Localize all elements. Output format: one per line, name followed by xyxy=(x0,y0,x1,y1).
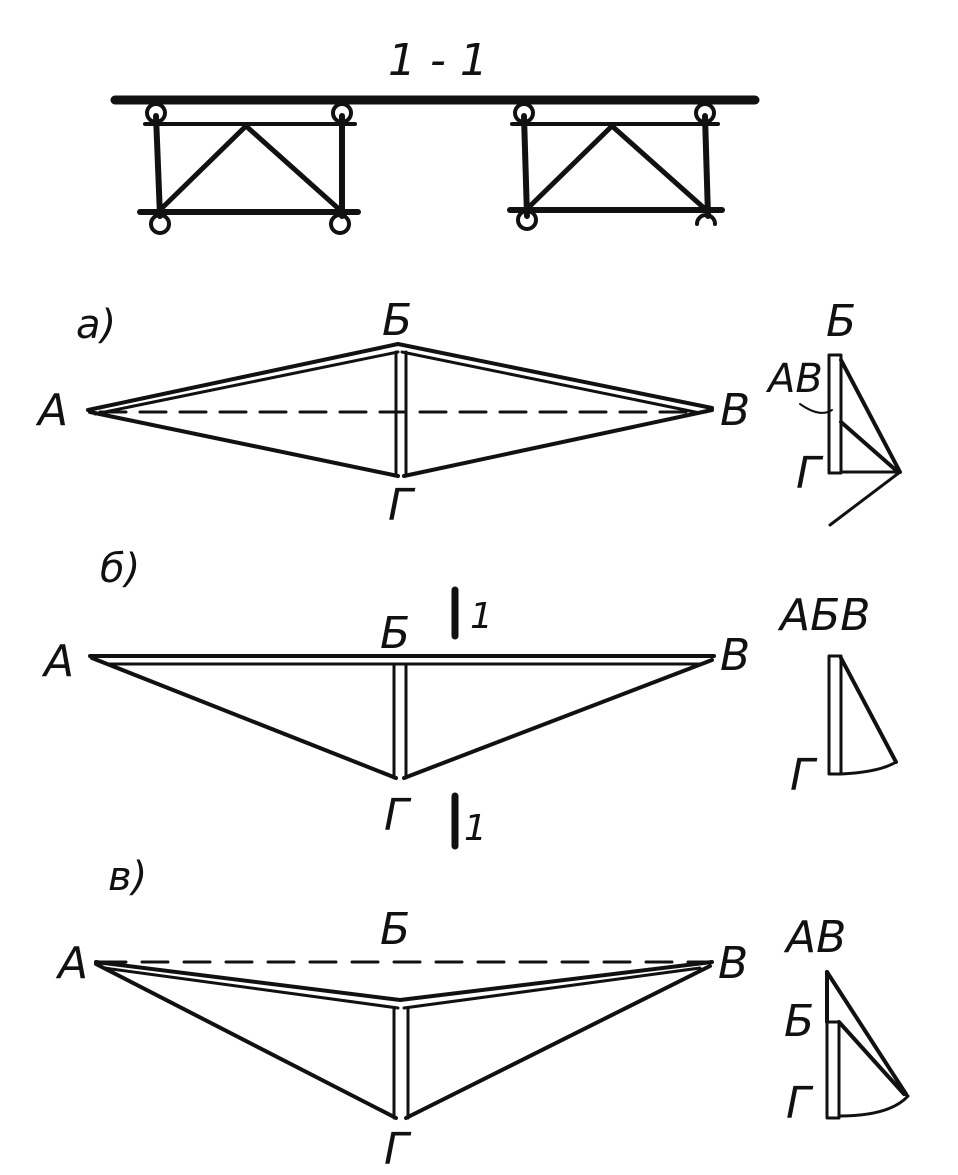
panel-b-plan-label-bottom: Г xyxy=(790,750,818,801)
panel-v-tag: в) xyxy=(108,854,147,900)
panel-b-tag: б) xyxy=(100,546,140,592)
panel-b-node-g: Г xyxy=(384,790,412,841)
panel-v-bottom-chord-left xyxy=(94,962,398,1120)
panel-a-plan-label-top: Б xyxy=(826,296,856,347)
left-cross-frame xyxy=(137,102,361,235)
panel-a-plan-label-side: АВ xyxy=(765,356,823,402)
panel-b: б) А Б В Г 1 1 АБВ Г xyxy=(41,546,898,850)
panel-v-top-chord-right xyxy=(398,960,714,1002)
panel-b-node-b: Б xyxy=(380,608,410,659)
section-title: 1 - 1 xyxy=(388,35,488,86)
panel-b-cut-label-top: 1 xyxy=(470,596,493,637)
panel-a-plan: Б АВ Г xyxy=(765,296,902,527)
panel-v-plan-label-top: АВ xyxy=(783,912,846,963)
panel-a-tag: а) xyxy=(76,302,116,348)
right-cross-frame xyxy=(507,102,725,231)
panel-a-top-chord-right xyxy=(396,342,714,410)
panel-a: а) А Б В Г Б АВ Г xyxy=(35,295,902,531)
panel-v-plan: АВ Б Г xyxy=(783,912,910,1129)
section-1-1: 1 - 1 xyxy=(110,35,760,235)
panel-a-plan-label-bottom: Г xyxy=(796,448,824,499)
panel-b-cut-label-bottom: 1 xyxy=(464,808,487,849)
panel-a-node-a: А xyxy=(35,385,68,436)
panel-v-bottom-chord-right xyxy=(404,964,712,1120)
panel-b-bottom-chord-right xyxy=(402,658,714,780)
panel-v-node-g: Г xyxy=(384,1124,412,1175)
panel-v-node-b: Б xyxy=(380,904,410,955)
panel-b-node-a: А xyxy=(41,636,74,687)
panel-v-plan-label-bottom: Г xyxy=(786,1078,814,1129)
panel-v-node-v: В xyxy=(718,938,748,989)
panel-a-top-chord-left xyxy=(86,342,400,412)
panel-a-node-v: В xyxy=(720,385,750,436)
panel-b-node-v: В xyxy=(720,630,750,681)
panel-v-node-a: А xyxy=(55,938,88,989)
panel-v-plan-label-side: Б xyxy=(784,996,814,1047)
panel-a-node-g: Г xyxy=(388,480,416,531)
panel-v-top-chord-left xyxy=(94,960,402,1002)
panel-b-bottom-chord-left xyxy=(90,656,398,780)
panel-a-bottom-chord-right xyxy=(402,408,714,478)
panel-a-node-b: Б xyxy=(382,295,412,346)
panel-b-plan-label-top: АБВ xyxy=(777,590,870,641)
panel-a-bottom-chord-left xyxy=(88,410,400,478)
panel-v: в) А Б В Г АВ Б Г xyxy=(55,854,910,1175)
panel-b-plan: АБВ Г xyxy=(777,590,898,801)
